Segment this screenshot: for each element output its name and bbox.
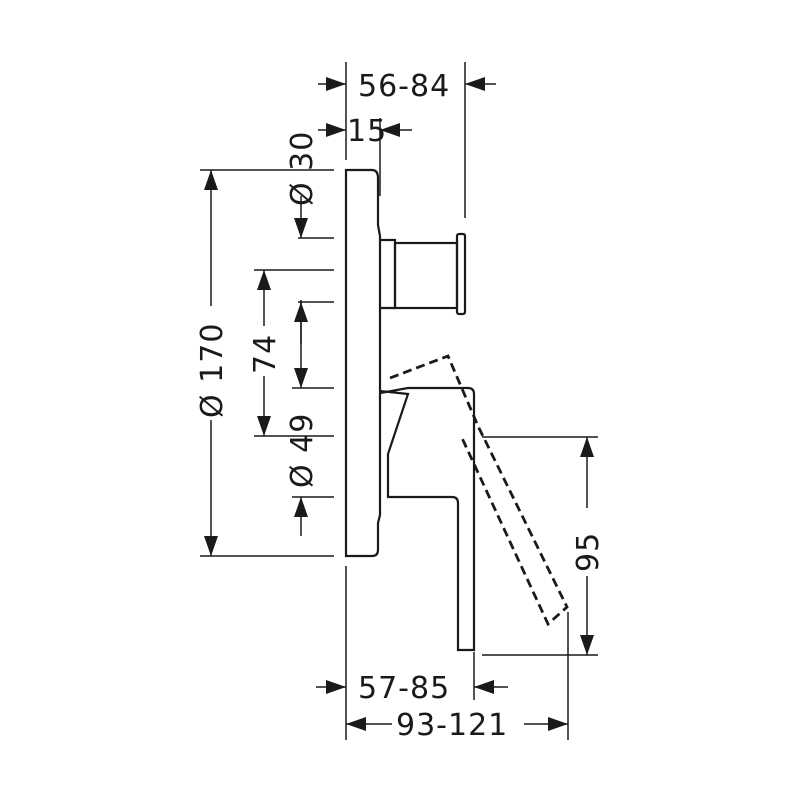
dimension-57-85: 57-85 bbox=[316, 566, 508, 740]
label-diameter-170: Ø 170 bbox=[195, 323, 230, 418]
label-diameter-49: Ø 49 bbox=[285, 413, 320, 488]
diverter-knob bbox=[380, 232, 467, 316]
dimension-diameter-49: Ø 49 bbox=[285, 300, 334, 536]
dimension-diameter-30: Ø 30 bbox=[285, 131, 334, 344]
label-57-85: 57-85 bbox=[358, 671, 450, 706]
dimension-15: 15 bbox=[318, 114, 412, 196]
product-outline bbox=[344, 168, 569, 652]
label-diameter-30: Ø 30 bbox=[285, 131, 320, 206]
lever-handle-open-position bbox=[389, 354, 569, 627]
label-95: 95 bbox=[571, 532, 606, 572]
dimension-93-121: 93-121 bbox=[346, 612, 569, 743]
label-15: 15 bbox=[347, 114, 387, 149]
dimension-56-84: 56-84 bbox=[318, 62, 496, 218]
lever-handle bbox=[379, 386, 476, 652]
label-93-121: 93-121 bbox=[396, 708, 508, 743]
label-74: 74 bbox=[248, 334, 283, 374]
dimension-74: 74 bbox=[248, 269, 334, 437]
label-56-84: 56-84 bbox=[358, 69, 450, 104]
dimension-95: 95 bbox=[482, 436, 606, 656]
dimension-diameter-170: Ø 170 bbox=[195, 169, 334, 557]
wall-plate bbox=[344, 168, 382, 558]
